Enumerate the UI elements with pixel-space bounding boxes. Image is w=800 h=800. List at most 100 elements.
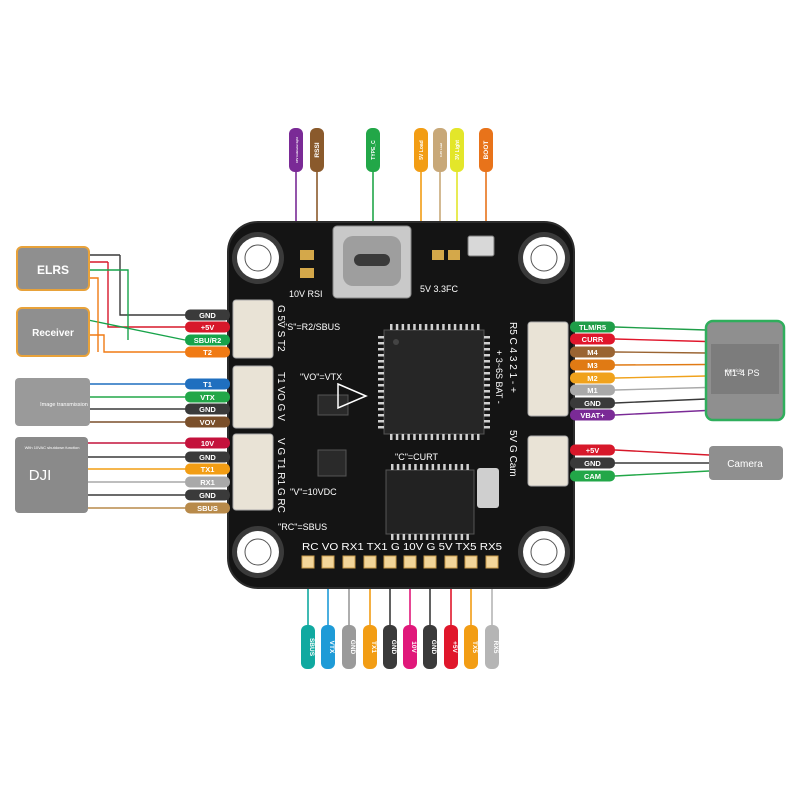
smd-part xyxy=(300,268,314,278)
secondary-chip xyxy=(385,469,475,535)
mcu-pins xyxy=(378,324,490,440)
svg-text:VOV: VOV xyxy=(200,418,216,427)
svg-text:10V: 10V xyxy=(410,641,417,653)
elrs-label: ELRS xyxy=(37,263,69,277)
pin-label: CURR xyxy=(570,333,615,345)
svg-text:GND: GND xyxy=(199,311,216,320)
smd-part xyxy=(300,250,314,260)
left-connector-top xyxy=(232,299,274,359)
silk-right-col-3: 5V G Cam xyxy=(507,430,518,477)
mount-hole-bottom-left xyxy=(232,526,284,578)
mount-hole-bottom-right xyxy=(518,526,570,578)
pin-label: RX1 xyxy=(185,476,230,488)
pin-label: TLM/R5 xyxy=(570,321,615,333)
svg-text:CURR: CURR xyxy=(582,335,604,344)
silk-vo-vtx: "VO"=VTX xyxy=(300,372,342,382)
wire xyxy=(88,334,185,353)
pin-label: VTX xyxy=(185,391,230,403)
pin-label: +5V xyxy=(185,321,230,333)
wire xyxy=(614,409,707,416)
wire xyxy=(614,470,710,477)
silk-left-col-2: T1 VO G V xyxy=(275,372,286,421)
silk-c-curt: "C"=CURT xyxy=(395,452,438,462)
orientation-arrow xyxy=(337,382,368,410)
camera-module: Camera xyxy=(709,446,783,480)
svg-text:TX1: TX1 xyxy=(370,641,377,653)
svg-text:CAM: CAM xyxy=(584,472,601,481)
silk-right-col-2: + 3~6S BAT - xyxy=(494,350,504,404)
wire xyxy=(89,269,129,340)
svg-text:+5V: +5V xyxy=(201,323,215,332)
svg-text:T1: T1 xyxy=(203,380,212,389)
smd-part xyxy=(432,250,444,260)
svg-text:RX1: RX1 xyxy=(200,478,215,487)
pin-label: 10V indicator light xyxy=(289,128,303,172)
silk-top-left: 10V RSI xyxy=(289,289,323,299)
boot-button xyxy=(467,235,495,257)
svg-text:GND: GND xyxy=(199,491,216,500)
smd-part xyxy=(448,250,460,260)
mcu-chip xyxy=(383,329,485,435)
svg-text:T2: T2 xyxy=(203,348,212,357)
pin-label: TX1 xyxy=(185,463,230,475)
left-connector-middle xyxy=(232,365,274,429)
silk-bottom-row: RC VO RX1 TX1 G 10V G 5V TX5 RX5 xyxy=(302,542,503,553)
pin-label: GND xyxy=(570,397,615,409)
wire xyxy=(614,326,707,331)
wire xyxy=(614,386,707,391)
wire xyxy=(87,319,186,341)
usb-c-connector xyxy=(332,225,412,299)
pin-label: VBAT+ xyxy=(570,409,615,421)
svg-text:GND: GND xyxy=(430,640,437,655)
svg-text:GND: GND xyxy=(199,453,216,462)
pin-label: RX5 xyxy=(485,625,499,669)
svg-text:3.3V Load: 3.3V Load xyxy=(439,143,443,157)
right-connector-top xyxy=(527,321,569,417)
svg-text:GND: GND xyxy=(199,405,216,414)
svg-text:10V: 10V xyxy=(201,439,214,448)
pin-label: T1 xyxy=(185,378,230,390)
svg-text:GND: GND xyxy=(349,640,356,655)
svg-text:BOOT: BOOT xyxy=(483,141,490,160)
pin-label: +5V xyxy=(570,444,615,456)
bottom-pads xyxy=(301,555,499,569)
svg-text:GND: GND xyxy=(584,399,601,408)
svg-text:5V Load: 5V Load xyxy=(419,140,425,159)
pin-label: BOOT xyxy=(479,128,493,172)
svg-text:RX5: RX5 xyxy=(492,641,499,654)
svg-text:TX1: TX1 xyxy=(201,465,215,474)
svg-text:GND: GND xyxy=(584,459,601,468)
dji-module: With 10VAC shutdown function DJI xyxy=(15,437,88,513)
pin-label: SBU/R2 xyxy=(185,334,230,346)
pin-label: GND xyxy=(185,489,230,501)
right-connector-bottom xyxy=(527,435,569,487)
wire xyxy=(119,255,185,316)
silk-r2-sbus: "S"=R2/SBUS xyxy=(284,322,340,332)
pin-label: SBUS xyxy=(301,625,315,669)
wire xyxy=(89,277,99,352)
pin-label: TYPE_C xyxy=(366,128,380,172)
svg-text:TYPE_C: TYPE_C xyxy=(371,140,377,160)
pin-label: GND xyxy=(342,625,356,669)
mount-hole-top-left xyxy=(232,232,284,284)
pin-label: 5V Load xyxy=(414,128,428,172)
esc-label: M1-4 PS xyxy=(724,368,759,378)
receiver-module: Receiver xyxy=(16,307,90,357)
dji-label: DJI xyxy=(29,467,52,484)
esc-note: electricity xyxy=(725,368,745,373)
silk-v-10vdc: "V"=10VDC xyxy=(290,487,337,497)
pin-label: M1 xyxy=(570,384,615,396)
pin-label: M3 xyxy=(570,359,615,371)
small-ic xyxy=(317,394,349,416)
silk-left-col-3: V G T1 R1 G RC xyxy=(275,438,286,513)
svg-text:10V indicator light: 10V indicator light xyxy=(295,137,299,163)
pin-label: GND xyxy=(383,625,397,669)
silk-top-right: 5V 3.3FC xyxy=(420,284,459,294)
image-transmission-label: Image transmission xyxy=(40,402,88,408)
wire xyxy=(614,449,710,456)
left-pin-labels: GND+5VSBU/R2T2T1VTXGNDVOV10VGNDTX1RX1GND… xyxy=(185,309,230,514)
pin-label: GND xyxy=(185,451,230,463)
dji-note: With 10VAC shutdown function xyxy=(25,445,80,450)
